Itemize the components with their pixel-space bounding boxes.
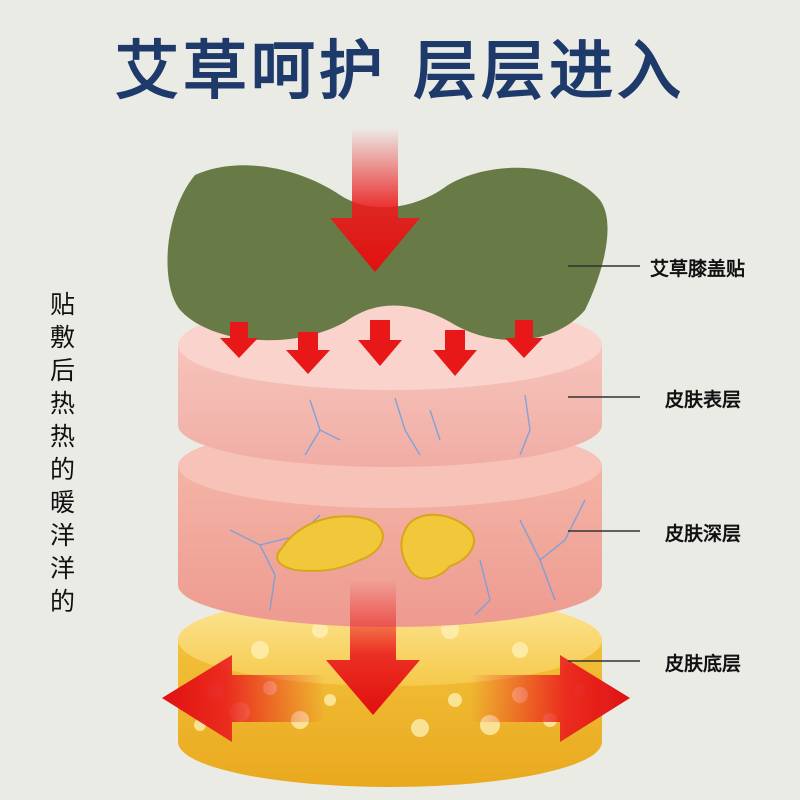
label-base: 皮肤底层 — [665, 653, 742, 675]
fat-cell-left — [276, 515, 384, 572]
fat-cell-right — [400, 513, 475, 580]
label-mugwort-patch: 艾草膝盖贴 — [650, 258, 746, 280]
side-caption-cozy: 暖洋洋的 — [50, 488, 76, 616]
side-caption-warm: 贴敷后热热的 — [50, 290, 76, 484]
arrow-right — [470, 655, 630, 742]
heat-arrows — [162, 128, 630, 742]
label-dermis: 皮肤深层 — [665, 523, 742, 545]
callout-lines — [568, 265, 640, 662]
page-title: 艾草呵护 层层进入 — [114, 35, 686, 109]
arrow-down-center — [326, 580, 420, 715]
label-epidermis: 皮肤表层 — [665, 389, 742, 411]
arrow-left — [162, 655, 325, 742]
arrow-down-top — [330, 128, 420, 272]
